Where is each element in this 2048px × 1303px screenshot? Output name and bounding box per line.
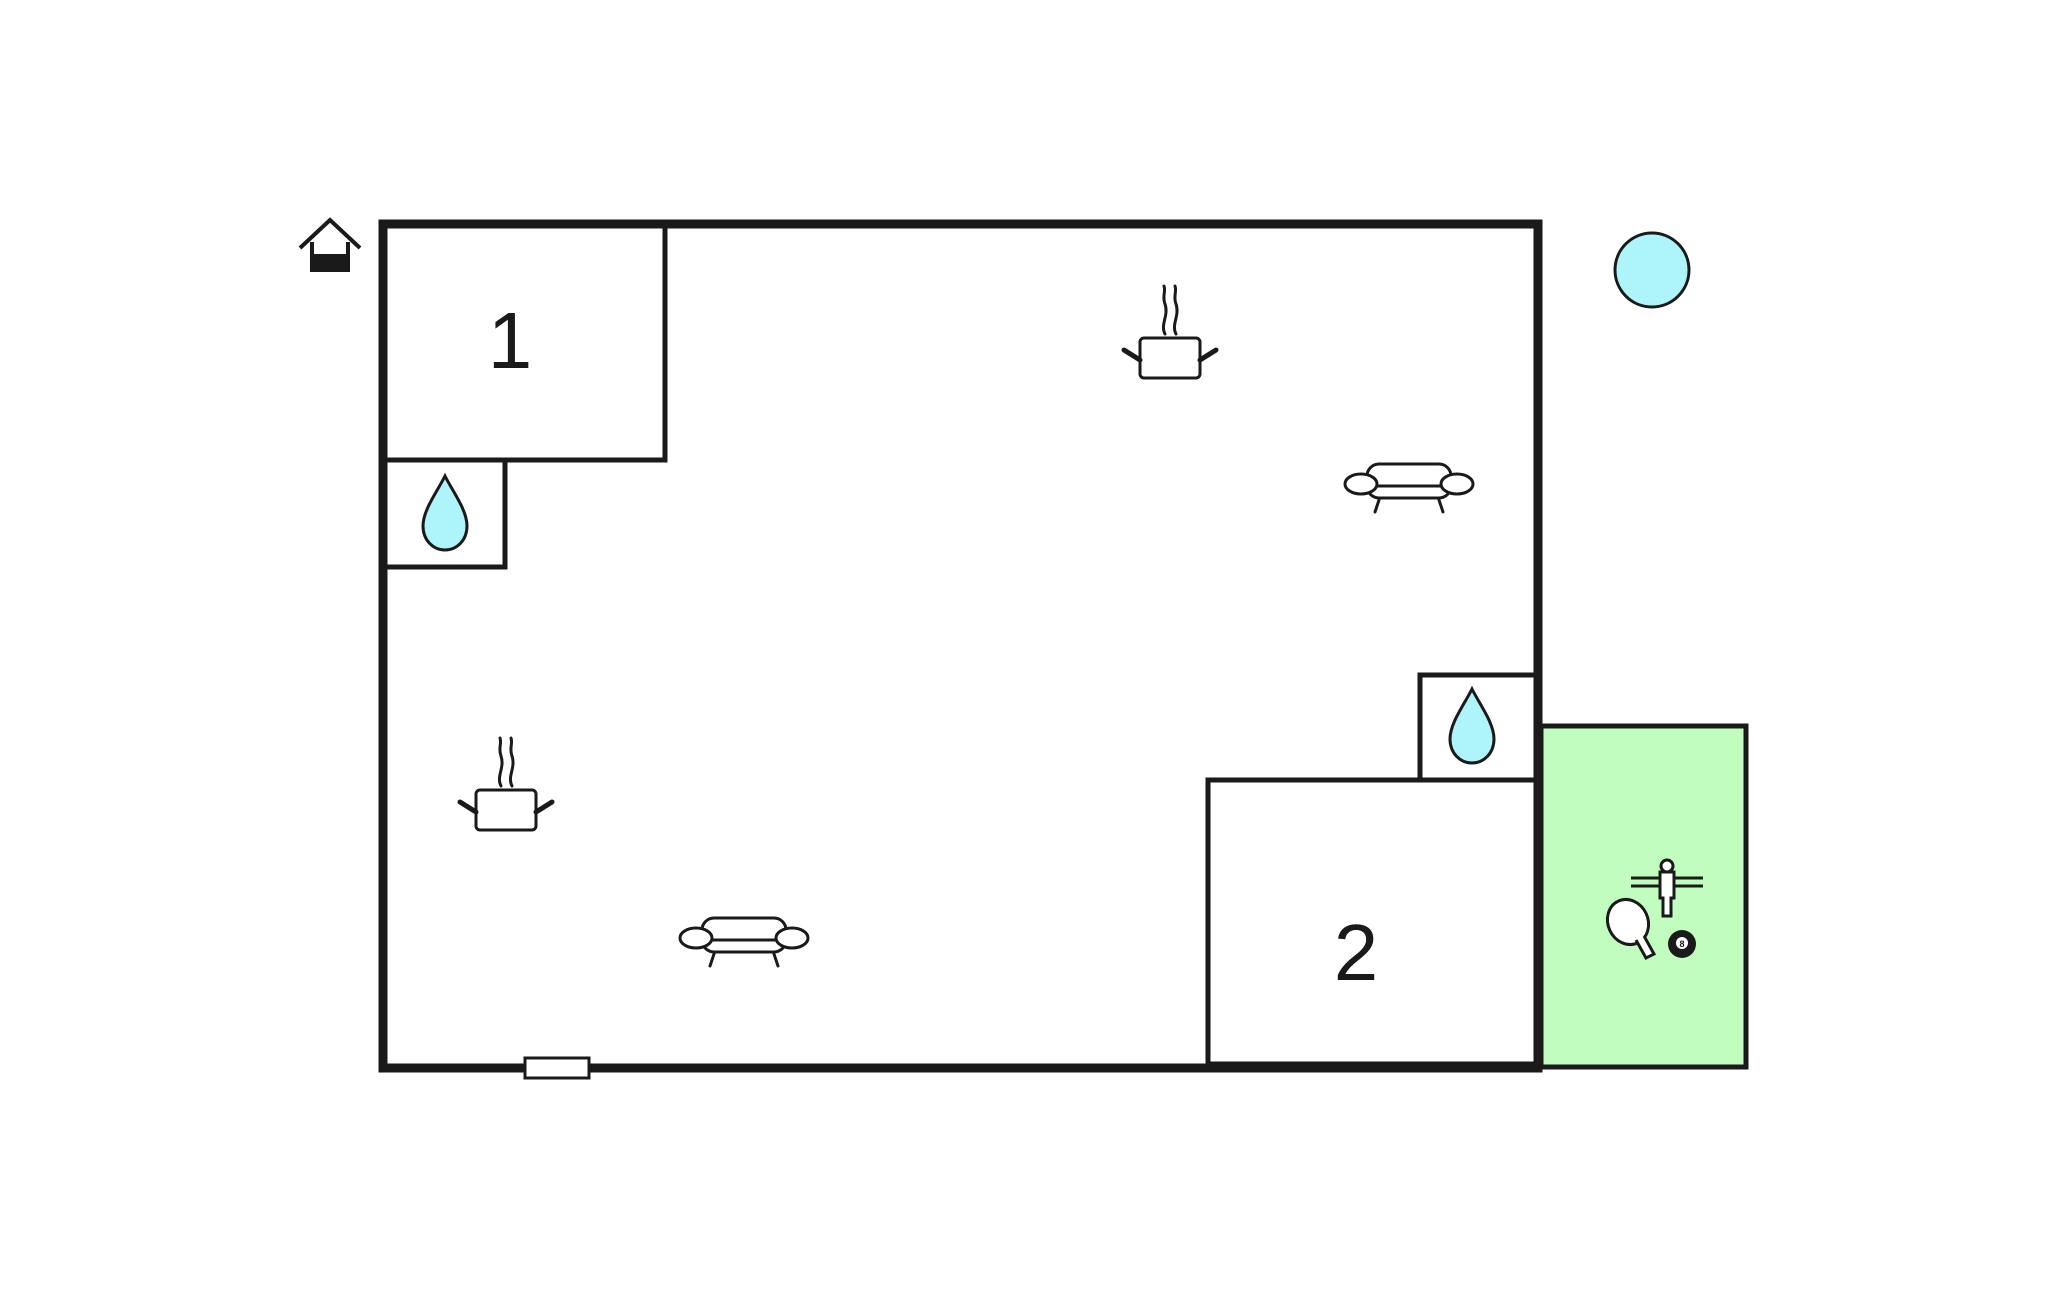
door-icon	[523, 1056, 591, 1080]
billiard-ball-icon: 8	[1668, 930, 1696, 958]
sofa-icon	[678, 916, 810, 968]
house-icon	[298, 217, 362, 272]
table-tennis-icon	[1605, 898, 1657, 960]
terrace-area	[1538, 723, 1749, 1070]
room-label-1: 1	[488, 296, 533, 385]
room-bedroom-2	[1205, 777, 1541, 1067]
billiard-ball-number: 8	[1679, 939, 1684, 949]
room-label-2: 2	[1334, 908, 1379, 997]
room-bedroom-1	[380, 221, 668, 463]
table-football-icon	[1631, 858, 1703, 918]
cooking-pot-icon	[1124, 286, 1216, 378]
sofa-icon	[1343, 462, 1475, 514]
outer-wall	[378, 219, 1543, 1073]
cooking-pot-icon	[460, 738, 552, 830]
pool-icon	[1613, 231, 1691, 309]
